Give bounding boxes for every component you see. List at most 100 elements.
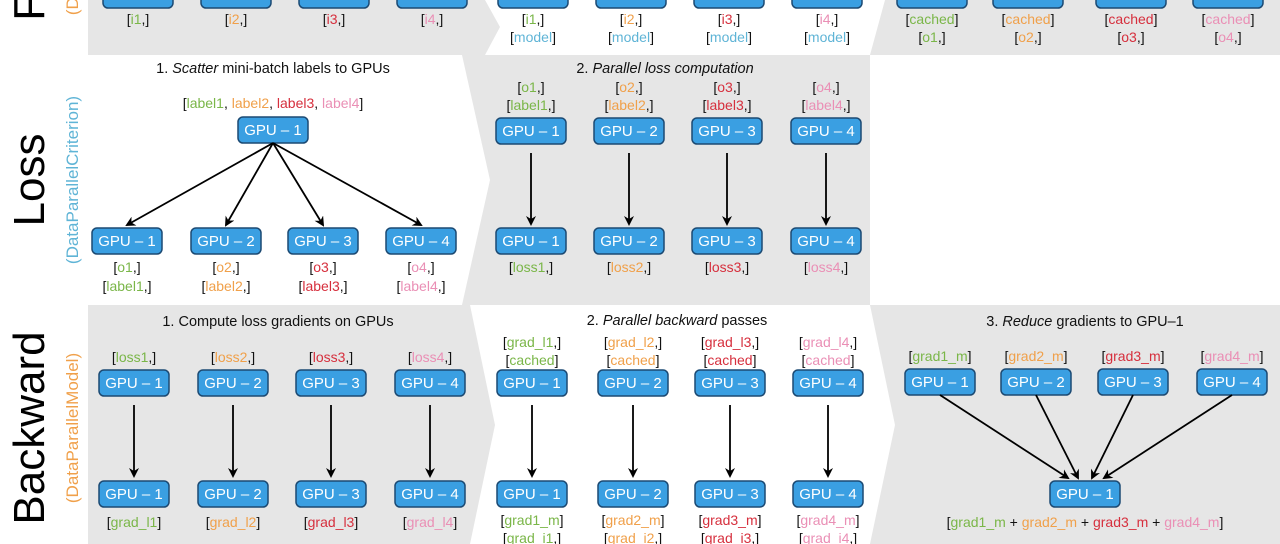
tensor-label: [o2,]: [1014, 29, 1041, 45]
tensor-label: [model]: [510, 29, 556, 45]
tensor-label: [o4,]: [812, 79, 839, 95]
tensor-label: [i1,]: [522, 11, 545, 27]
gpu-box: GPU – 4: [396, 0, 468, 9]
tensor-label: [loss3,]: [309, 349, 353, 365]
tensor-label: [label3,]: [702, 97, 751, 113]
row-title: Backward: [5, 331, 54, 524]
tensor-label: [grad_l2,]: [604, 334, 662, 350]
gpu-box: GPU – 4: [1196, 368, 1268, 396]
gpu-box: GPU – 2: [197, 369, 269, 397]
tensor-label: [i4,]: [421, 11, 444, 27]
gpu-label: GPU – 1: [911, 374, 969, 391]
gpu-label: GPU – 2: [604, 486, 662, 503]
gpu-box: GPU – 3: [298, 0, 370, 9]
gpu-box: GPU – 2: [593, 117, 665, 145]
gpu-label: GPU – 1: [504, 0, 562, 4]
gpu-box: GPU – 2: [200, 0, 272, 9]
gpu-label: GPU – 1: [903, 0, 961, 4]
gpu-label: GPU – 1: [1056, 486, 1114, 503]
tensor-label: [grad3_m]: [1101, 348, 1164, 364]
tensor-label: [loss1,]: [112, 349, 156, 365]
tensor-label: [cached]: [506, 352, 559, 368]
gpu-label: GPU – 1: [503, 375, 561, 392]
gpu-label: GPU – 3: [698, 233, 756, 250]
gpu-label: GPU – 3: [701, 486, 759, 503]
tensor-label: [model]: [608, 29, 654, 45]
gpu-box: GPU – 3: [694, 369, 766, 397]
tensor-label: [grad_i2,]: [604, 530, 662, 544]
tensor-label: [model]: [706, 29, 752, 45]
tensor-label: [cached]: [704, 352, 757, 368]
tensor-label: [loss2,]: [211, 349, 255, 365]
tensor-label: [grad2_m]: [1004, 348, 1067, 364]
row-title: Loss: [5, 134, 54, 227]
gpu-label: GPU – 1: [109, 0, 167, 4]
tensor-label: [grad2_m]: [601, 512, 664, 528]
tensor-label: [label3,]: [298, 278, 347, 294]
tensor-label: [grad_l2]: [206, 514, 260, 530]
tensor-label: [cached]: [1002, 11, 1055, 27]
gpu-box: GPU – 3: [287, 227, 359, 255]
gpu-label: GPU – 3: [701, 375, 759, 392]
tensor-label: [o3,]: [713, 79, 740, 95]
tensor-label: [grad1_m]: [500, 512, 563, 528]
gpu-box: GPU – 3: [691, 227, 763, 255]
tensor-label: [cached]: [1105, 11, 1158, 27]
tensor-label: [loss4,]: [804, 259, 848, 275]
tensor-label: [i2,]: [620, 11, 643, 27]
gpu-label: GPU – 1: [502, 123, 560, 140]
tensor-label: [o3,]: [309, 259, 336, 275]
tensor-label: [i4,]: [816, 11, 839, 27]
row-subtitle: (DataParallelCriterion): [63, 96, 82, 264]
gpu-label: GPU – 2: [1007, 374, 1065, 391]
gpu-label: GPU – 2: [604, 375, 662, 392]
tensor-label: [label1,]: [102, 278, 151, 294]
tensor-label: [o2,]: [615, 79, 642, 95]
gpu-box: GPU – 2: [197, 480, 269, 508]
gpu-box: GPU – 1: [896, 0, 968, 9]
gpu-label: GPU – 2: [207, 0, 265, 4]
gpu-box: GPU – 3: [1095, 0, 1167, 9]
stage-panel: [88, 0, 500, 55]
gpu-box: GPU – 4: [792, 369, 864, 397]
tensor-label: [label4,]: [396, 278, 445, 294]
stage-panel: [870, 0, 1280, 55]
gpu-box: GPU – 4: [792, 480, 864, 508]
gpu-box: GPU – 1: [496, 369, 568, 397]
gpu-box: GPU – 1: [91, 227, 163, 255]
stage-heading: 1. Compute loss gradients on GPUs: [162, 314, 393, 330]
row-title: Forward: [5, 0, 54, 21]
arrow: [1035, 394, 1079, 480]
gpu-label: GPU – 4: [798, 0, 856, 4]
tensor-label: [o4,]: [407, 259, 434, 275]
tensor-label: [loss1,]: [509, 259, 553, 275]
gpu-label: GPU – 1: [502, 233, 560, 250]
gpu-label: GPU – 3: [1102, 0, 1160, 4]
tensor-label: [cached]: [1202, 11, 1255, 27]
gpu-box: GPU – 4: [791, 0, 863, 9]
gpu-label: GPU – 1: [98, 233, 156, 250]
gpu-box: GPU – 3: [295, 480, 367, 508]
gpu-label: GPU – 4: [797, 123, 855, 140]
tensor-label: [label4,]: [801, 97, 850, 113]
row-subtitle: (DataParallelModel): [63, 353, 82, 503]
tensor-label: [loss4,]: [408, 349, 452, 365]
gpu-box: GPU – 1: [497, 0, 569, 9]
gpu-box: GPU – 4: [385, 227, 457, 255]
tensor-label: [i1,]: [127, 11, 150, 27]
tensor-label: [o1,]: [517, 79, 544, 95]
gpu-label: GPU – 1: [105, 375, 163, 392]
tensor-label: [grad_l4,]: [799, 334, 857, 350]
gpu-label: GPU – 1: [105, 486, 163, 503]
gpu-box: GPU – 2: [992, 0, 1064, 9]
gpu-label: GPU – 3: [302, 486, 360, 503]
tensor-label: [cached]: [906, 11, 959, 27]
tensor-label: [o3,]: [1117, 29, 1144, 45]
gpu-label: GPU – 4: [1199, 0, 1257, 4]
arrow: [225, 142, 274, 227]
gpu-label: GPU – 4: [392, 233, 450, 250]
tensor-label: [label2,]: [604, 97, 653, 113]
gpu-label: GPU – 2: [999, 0, 1057, 4]
gpu-label: GPU – 3: [700, 0, 758, 4]
tensor-label: [o1,]: [113, 259, 140, 275]
